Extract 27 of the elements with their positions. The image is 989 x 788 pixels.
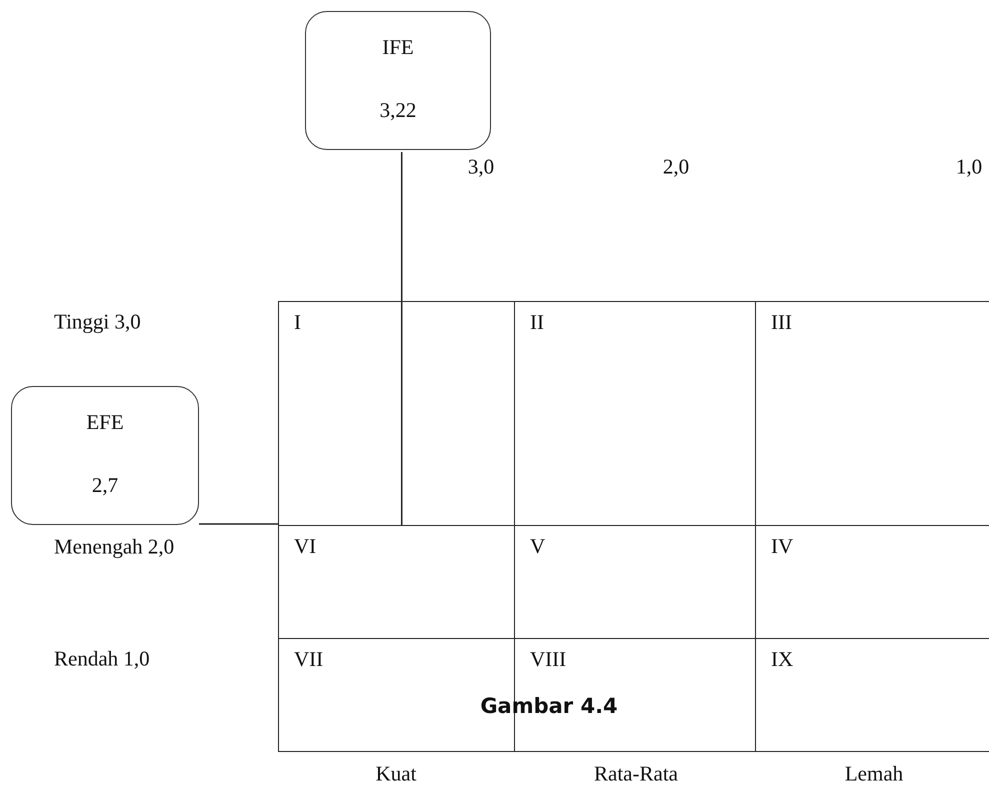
cell-numeral: IV [771,534,794,559]
row-label: Tinggi 3,0 [54,310,141,334]
score-box [305,11,491,150]
score-box [11,386,199,525]
cell-numeral: II [530,310,544,335]
cell-numeral: VIII [530,647,566,672]
box-title: IFE [381,34,415,60]
box-title: EFE [85,410,125,435]
score-value: 3,22 [378,98,418,123]
axis-value: 3,0 [468,154,494,180]
cell-numeral: I [294,310,301,335]
position-line [400,152,402,525]
column-label: Kuat [376,762,416,786]
row-label: Rendah 1,0 [54,646,150,672]
cell-numeral: III [771,310,792,335]
cell-numeral: VI [294,534,316,559]
matrix-cell [278,301,515,526]
row-label: Menengah 2,0 [54,534,174,560]
cell-numeral: IX [771,647,794,672]
axis-value: 1,0 [956,154,982,180]
cell-numeral: V [530,534,546,559]
column-label: Rata-Rata [594,762,678,786]
cell-numeral: VII [294,647,324,672]
axis-value: 2,0 [662,154,690,180]
score-value: 2,7 [90,472,120,498]
position-line [199,523,278,525]
column-label: Lemah [844,762,904,786]
